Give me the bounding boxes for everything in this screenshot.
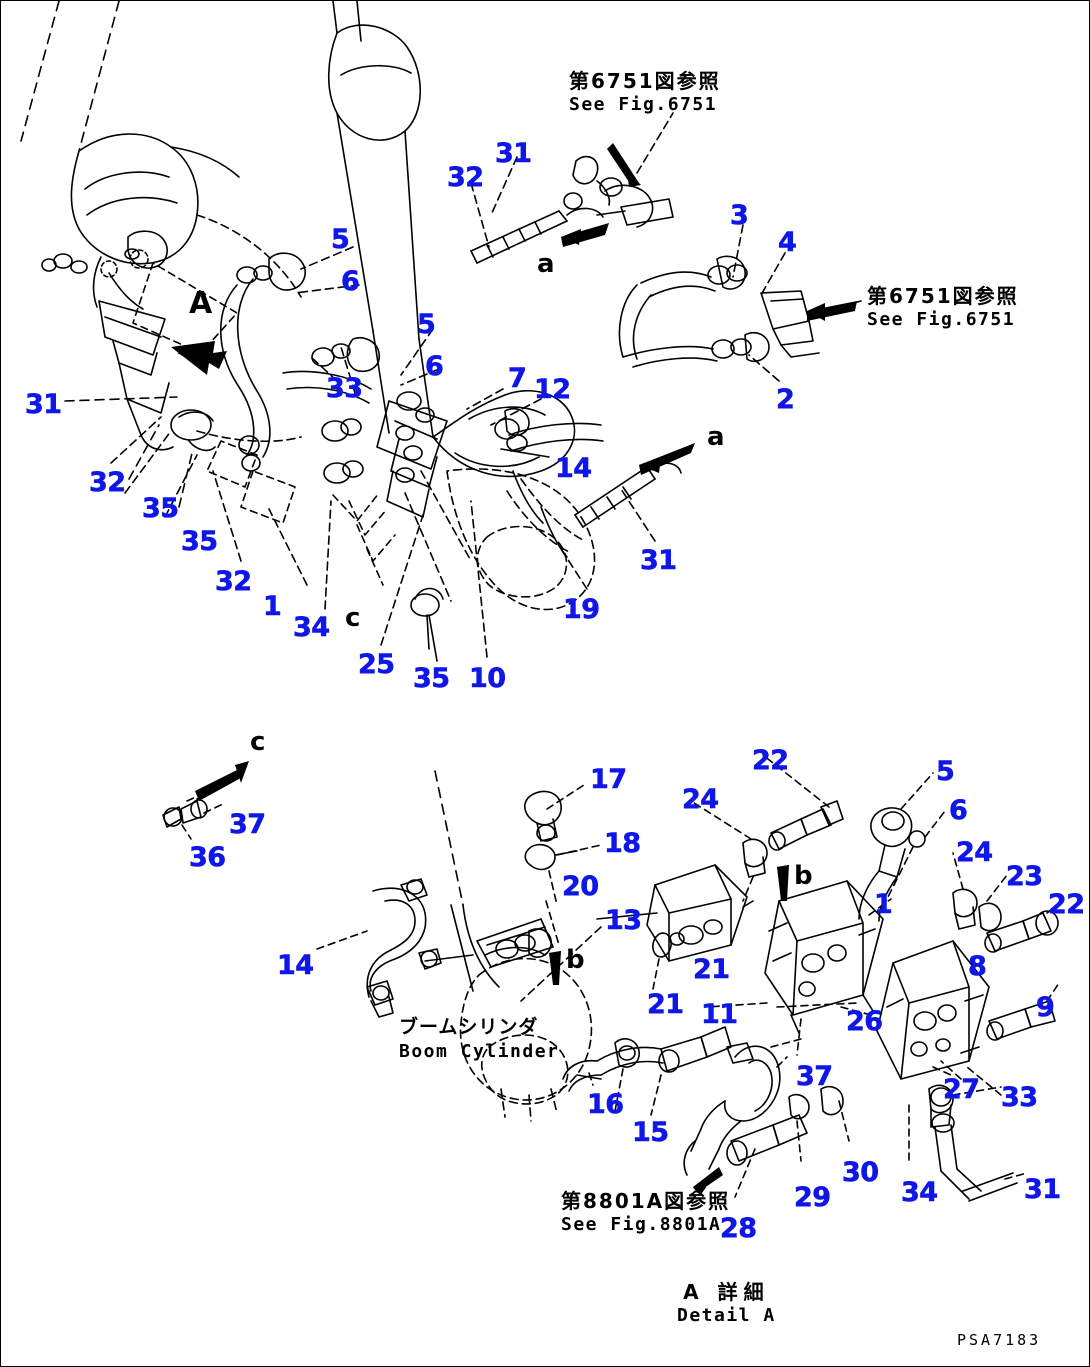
callout-5[interactable]: 5 <box>331 224 350 255</box>
callout-32b[interactable]: 32 <box>89 467 127 498</box>
callout-6c[interactable]: 6 <box>949 795 968 826</box>
section-label-a1: a <box>537 249 555 279</box>
callout-32c[interactable]: 32 <box>215 566 253 597</box>
section-label-c1: c <box>345 603 361 633</box>
figure-ref-top-en: See Fig.6751 <box>569 94 718 115</box>
callout-26[interactable]: 26 <box>846 1006 884 1037</box>
section-label-b2: b <box>794 861 813 891</box>
boom-cylinder-label-jp: ブームシリンダ <box>399 1016 539 1038</box>
callout-5b[interactable]: 5 <box>417 309 436 340</box>
callout-29[interactable]: 29 <box>794 1182 832 1213</box>
callout-32[interactable]: 32 <box>447 162 485 193</box>
callout-13[interactable]: 13 <box>605 905 643 936</box>
callout-2[interactable]: 2 <box>776 384 795 415</box>
callout-35c[interactable]: 35 <box>413 663 451 694</box>
callout-34[interactable]: 34 <box>293 612 331 643</box>
callout-36[interactable]: 36 <box>189 842 227 873</box>
callout-21[interactable]: 21 <box>693 954 731 985</box>
figure-ref-right: 第6751図参照 See Fig.6751 <box>867 284 1019 332</box>
callout-37[interactable]: 37 <box>229 809 267 840</box>
callout-25[interactable]: 25 <box>358 649 396 680</box>
callout-28[interactable]: 28 <box>720 1213 758 1244</box>
figure-ref-top: 第6751図参照 See Fig.6751 <box>569 69 721 117</box>
callout-1[interactable]: 1 <box>263 591 282 622</box>
callout-4[interactable]: 4 <box>778 227 797 258</box>
callout-1b[interactable]: 1 <box>874 889 893 920</box>
callout-34b[interactable]: 34 <box>901 1177 939 1208</box>
callout-18[interactable]: 18 <box>604 828 642 859</box>
callout-27[interactable]: 27 <box>943 1074 981 1105</box>
callout-17[interactable]: 17 <box>590 764 628 795</box>
callout-35b[interactable]: 35 <box>181 526 219 557</box>
callout-20[interactable]: 20 <box>562 871 600 902</box>
callout-6b[interactable]: 6 <box>425 351 444 382</box>
callout-22[interactable]: 22 <box>752 745 790 776</box>
callout-33[interactable]: 33 <box>326 373 364 404</box>
callout-21b[interactable]: 21 <box>647 989 685 1020</box>
callout-8[interactable]: 8 <box>968 951 987 982</box>
section-label-A: A <box>189 286 213 321</box>
section-label-b1: b <box>566 945 585 975</box>
callout-3[interactable]: 3 <box>730 200 749 231</box>
callout-30[interactable]: 30 <box>842 1157 880 1188</box>
sheet-code: PSA7183 <box>957 1331 1042 1349</box>
callout-14[interactable]: 14 <box>555 453 593 484</box>
callout-10[interactable]: 10 <box>469 663 507 694</box>
callout-31[interactable]: 31 <box>495 138 533 169</box>
detail-a-title: A 詳細 Detail A <box>677 1276 776 1326</box>
boom-cylinder-label-en: Boom Cylinder <box>399 1040 560 1062</box>
callout-24[interactable]: 24 <box>682 784 720 815</box>
figure-ref-right-jp: 第6751図参照 <box>867 284 1019 308</box>
callout-9[interactable]: 9 <box>1036 992 1055 1023</box>
callout-5c[interactable]: 5 <box>936 756 955 787</box>
figure-ref-right-en: See Fig.6751 <box>867 309 1016 330</box>
callout-12[interactable]: 12 <box>534 374 572 405</box>
callout-37b[interactable]: 37 <box>796 1061 834 1092</box>
callout-35[interactable]: 35 <box>142 493 180 524</box>
callout-31d[interactable]: 31 <box>1024 1174 1062 1205</box>
section-label-a2: a <box>707 422 725 452</box>
figure-ref-bottom-en: See Fig.8801A <box>561 1214 722 1235</box>
callout-31c[interactable]: 31 <box>640 545 678 576</box>
callout-16[interactable]: 16 <box>587 1089 625 1120</box>
callout-14b[interactable]: 14 <box>277 950 315 981</box>
section-label-c2: c <box>250 727 266 757</box>
figure-ref-top-jp: 第6751図参照 <box>569 69 721 93</box>
callout-31b[interactable]: 31 <box>25 389 63 420</box>
callout-11[interactable]: 11 <box>701 999 739 1030</box>
callout-23[interactable]: 23 <box>1006 861 1044 892</box>
callout-22b[interactable]: 22 <box>1048 889 1086 920</box>
callout-7[interactable]: 7 <box>508 363 527 394</box>
detail-a-title-jp: A 詳細 <box>683 1280 770 1304</box>
callout-6[interactable]: 6 <box>341 266 360 297</box>
figure-ref-bottom-jp: 第8801A図参照 <box>561 1189 731 1213</box>
detail-a-title-en: Detail A <box>677 1305 776 1326</box>
callout-19[interactable]: 19 <box>563 594 601 625</box>
callout-33b[interactable]: 33 <box>1001 1082 1039 1113</box>
figure-ref-bottom: 第8801A図参照 See Fig.8801A <box>561 1189 730 1237</box>
callout-24b[interactable]: 24 <box>956 837 994 868</box>
boom-cylinder-label: ブームシリンダ Boom Cylinder <box>399 1015 559 1063</box>
callout-15[interactable]: 15 <box>632 1117 670 1148</box>
